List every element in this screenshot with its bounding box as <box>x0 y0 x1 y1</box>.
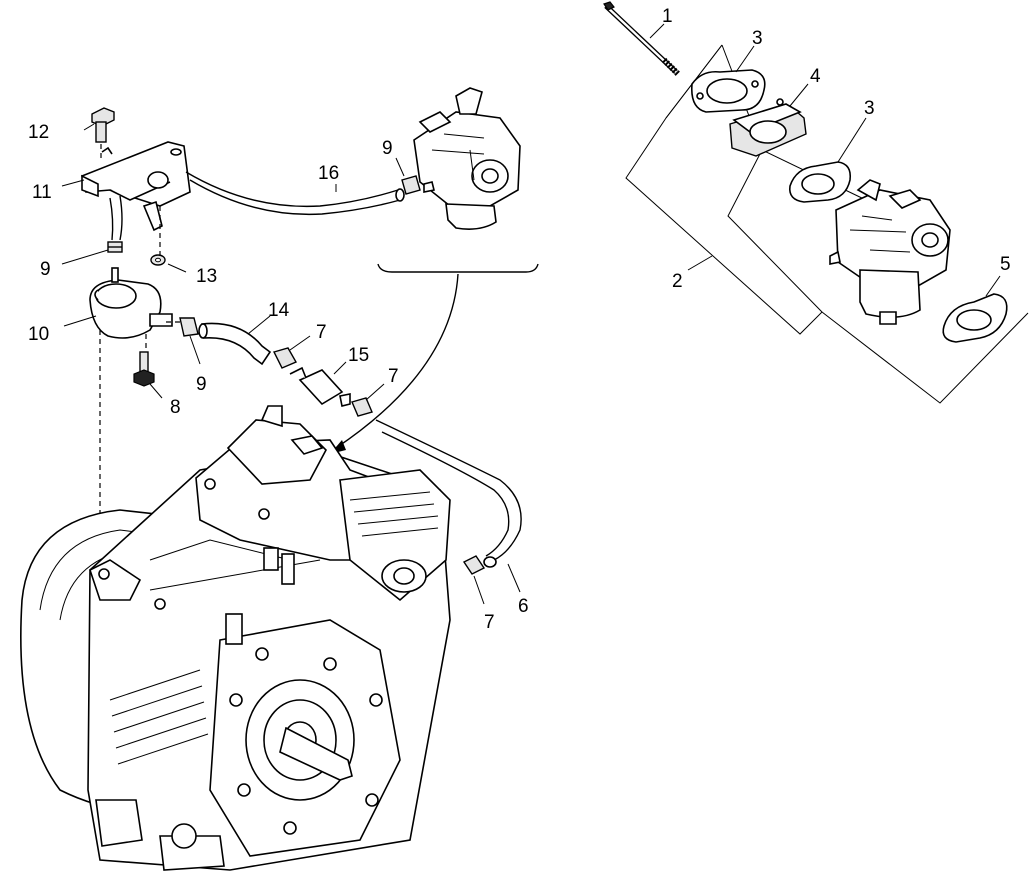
callout-3-top: 3 <box>752 28 763 49</box>
clamp-7-middle <box>351 397 373 417</box>
fuel-hose-6 <box>375 419 522 568</box>
callout-11: 11 <box>32 182 52 203</box>
gasket-top <box>690 69 766 113</box>
fuel-pump <box>89 267 173 339</box>
callout-13: 13 <box>196 266 217 287</box>
carburetor-assembly-explode <box>603 1 1029 404</box>
bolt-12 <box>91 107 115 143</box>
gasket-lower <box>788 161 852 203</box>
fuel-hose-14 <box>198 322 272 366</box>
callout-10: 10 <box>28 324 49 345</box>
carburetor-right <box>829 179 951 325</box>
fuel-filter <box>289 366 351 407</box>
bolt-8 <box>133 351 155 387</box>
gasket-flange <box>942 293 1008 343</box>
callout-12: 12 <box>28 122 49 143</box>
callout-labels: 1 2 3 3 4 5 6 7 7 7 8 9 9 9 10 11 12 13 … <box>28 6 1011 633</box>
callout-6: 6 <box>518 596 529 617</box>
engine-block <box>20 405 451 871</box>
assembly-bracket-outer <box>625 44 1029 404</box>
callout-9-top: 9 <box>382 138 393 159</box>
callout-9-left: 9 <box>40 259 51 280</box>
cover-bolts <box>229 647 383 835</box>
assembly-bracket-inner <box>727 149 823 313</box>
clamp-7-upper <box>272 347 297 369</box>
callout-7-lower: 7 <box>484 612 495 633</box>
callout-2: 2 <box>672 271 683 292</box>
callout-8: 8 <box>170 397 181 418</box>
clamp-upper <box>107 241 123 253</box>
clamp-9-top <box>401 175 421 195</box>
pointer-arrow <box>335 273 459 449</box>
callout-7-upper: 7 <box>316 322 327 343</box>
leaders-right <box>649 23 1001 297</box>
stud-bolt <box>603 1 681 77</box>
tank-bracket <box>81 141 191 232</box>
callout-3-lower: 3 <box>864 98 875 119</box>
carburetor-center <box>413 87 521 230</box>
fuel-system-explode <box>61 87 539 605</box>
callout-4: 4 <box>810 66 821 87</box>
callout-7-middle: 7 <box>388 366 399 387</box>
clamp-7-lower <box>462 555 486 575</box>
insulator-spacer <box>729 98 807 157</box>
callout-16: 16 <box>318 163 339 184</box>
clamp-middle <box>179 317 199 337</box>
callout-1: 1 <box>662 6 673 27</box>
group-brace <box>377 263 539 273</box>
callout-14: 14 <box>268 300 290 321</box>
fuel-hose-16 <box>185 171 405 216</box>
callout-5: 5 <box>1000 254 1011 275</box>
leaders-left <box>61 157 521 605</box>
callout-15: 15 <box>348 345 369 366</box>
callout-9-middle: 9 <box>196 374 207 395</box>
